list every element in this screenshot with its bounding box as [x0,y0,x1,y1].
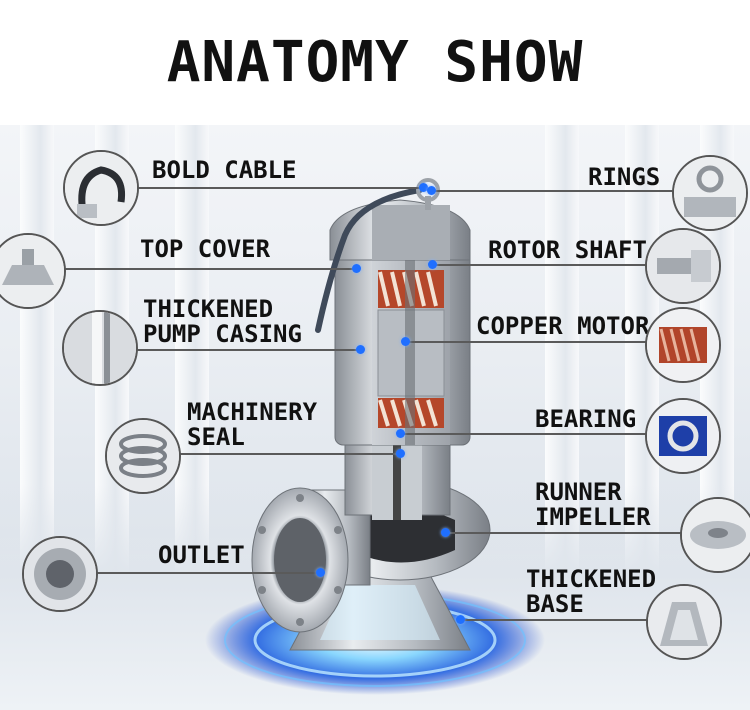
marker-dot [396,429,405,438]
detail-outlet-thumbnail [22,536,98,612]
marker-dot [419,183,428,192]
leader-line [445,532,685,534]
leader-line [432,264,650,266]
detail-rings-thumbnail [672,155,748,231]
leader-line [405,341,665,343]
label-top-cover: TOP COVER [140,235,271,263]
label-rings: RINGS [588,163,661,191]
leader-line [460,619,660,621]
page-title: ANATOMY SHOW [166,30,584,95]
label-thickened-pump-casing-line1: THICKENED [143,295,274,323]
detail-cable-thumbnail [63,150,139,226]
cable [315,187,423,333]
detail-seal-thumbnail [105,418,181,494]
leader-line [70,572,320,574]
label-runner-impeller-line2: IMPELLER [535,503,651,531]
detail-copper-motor-thumbnail [645,307,721,383]
label-copper-motor: COPPER MOTOR [476,312,650,340]
marker-dot [441,528,450,537]
leader-line [132,349,360,351]
detail-base-thumbnail [646,584,722,660]
label-rotor-shaft: ROTOR SHAFT [488,236,647,264]
marker-dot [428,260,437,269]
label-machinery-seal-line1: MACHINERY [187,398,318,426]
detail-top-cover-thumbnail [0,233,66,309]
label-runner-impeller-line1: RUNNER [535,478,622,506]
marker-dot [456,615,465,624]
marker-dot [316,568,325,577]
detail-pump-casing-thumbnail [62,310,138,386]
detail-rotor-shaft-thumbnail [645,228,721,304]
label-outlet: OUTLET [158,541,245,569]
leader-line [150,453,400,455]
title-band: ANATOMY SHOW [0,0,750,125]
leader-line [430,190,690,192]
label-bold-cable: BOLD CABLE [152,156,297,184]
leader-line [400,433,655,435]
leader-line [112,187,422,189]
marker-dot [352,264,361,273]
leader-line [65,268,355,270]
marker-dot [396,449,405,458]
label-thickened-pump-casing-line2: PUMP CASING [143,320,302,348]
detail-impeller-thumbnail [680,497,750,573]
label-thickened-base-line1: THICKENED [526,565,657,593]
marker-dot [401,337,410,346]
detail-bearing-thumbnail [645,398,721,474]
marker-dot [427,186,436,195]
label-machinery-seal-line2: SEAL [187,423,245,451]
label-bearing: BEARING [535,405,637,433]
marker-dot [356,345,365,354]
label-thickened-base-line2: BASE [526,590,584,618]
